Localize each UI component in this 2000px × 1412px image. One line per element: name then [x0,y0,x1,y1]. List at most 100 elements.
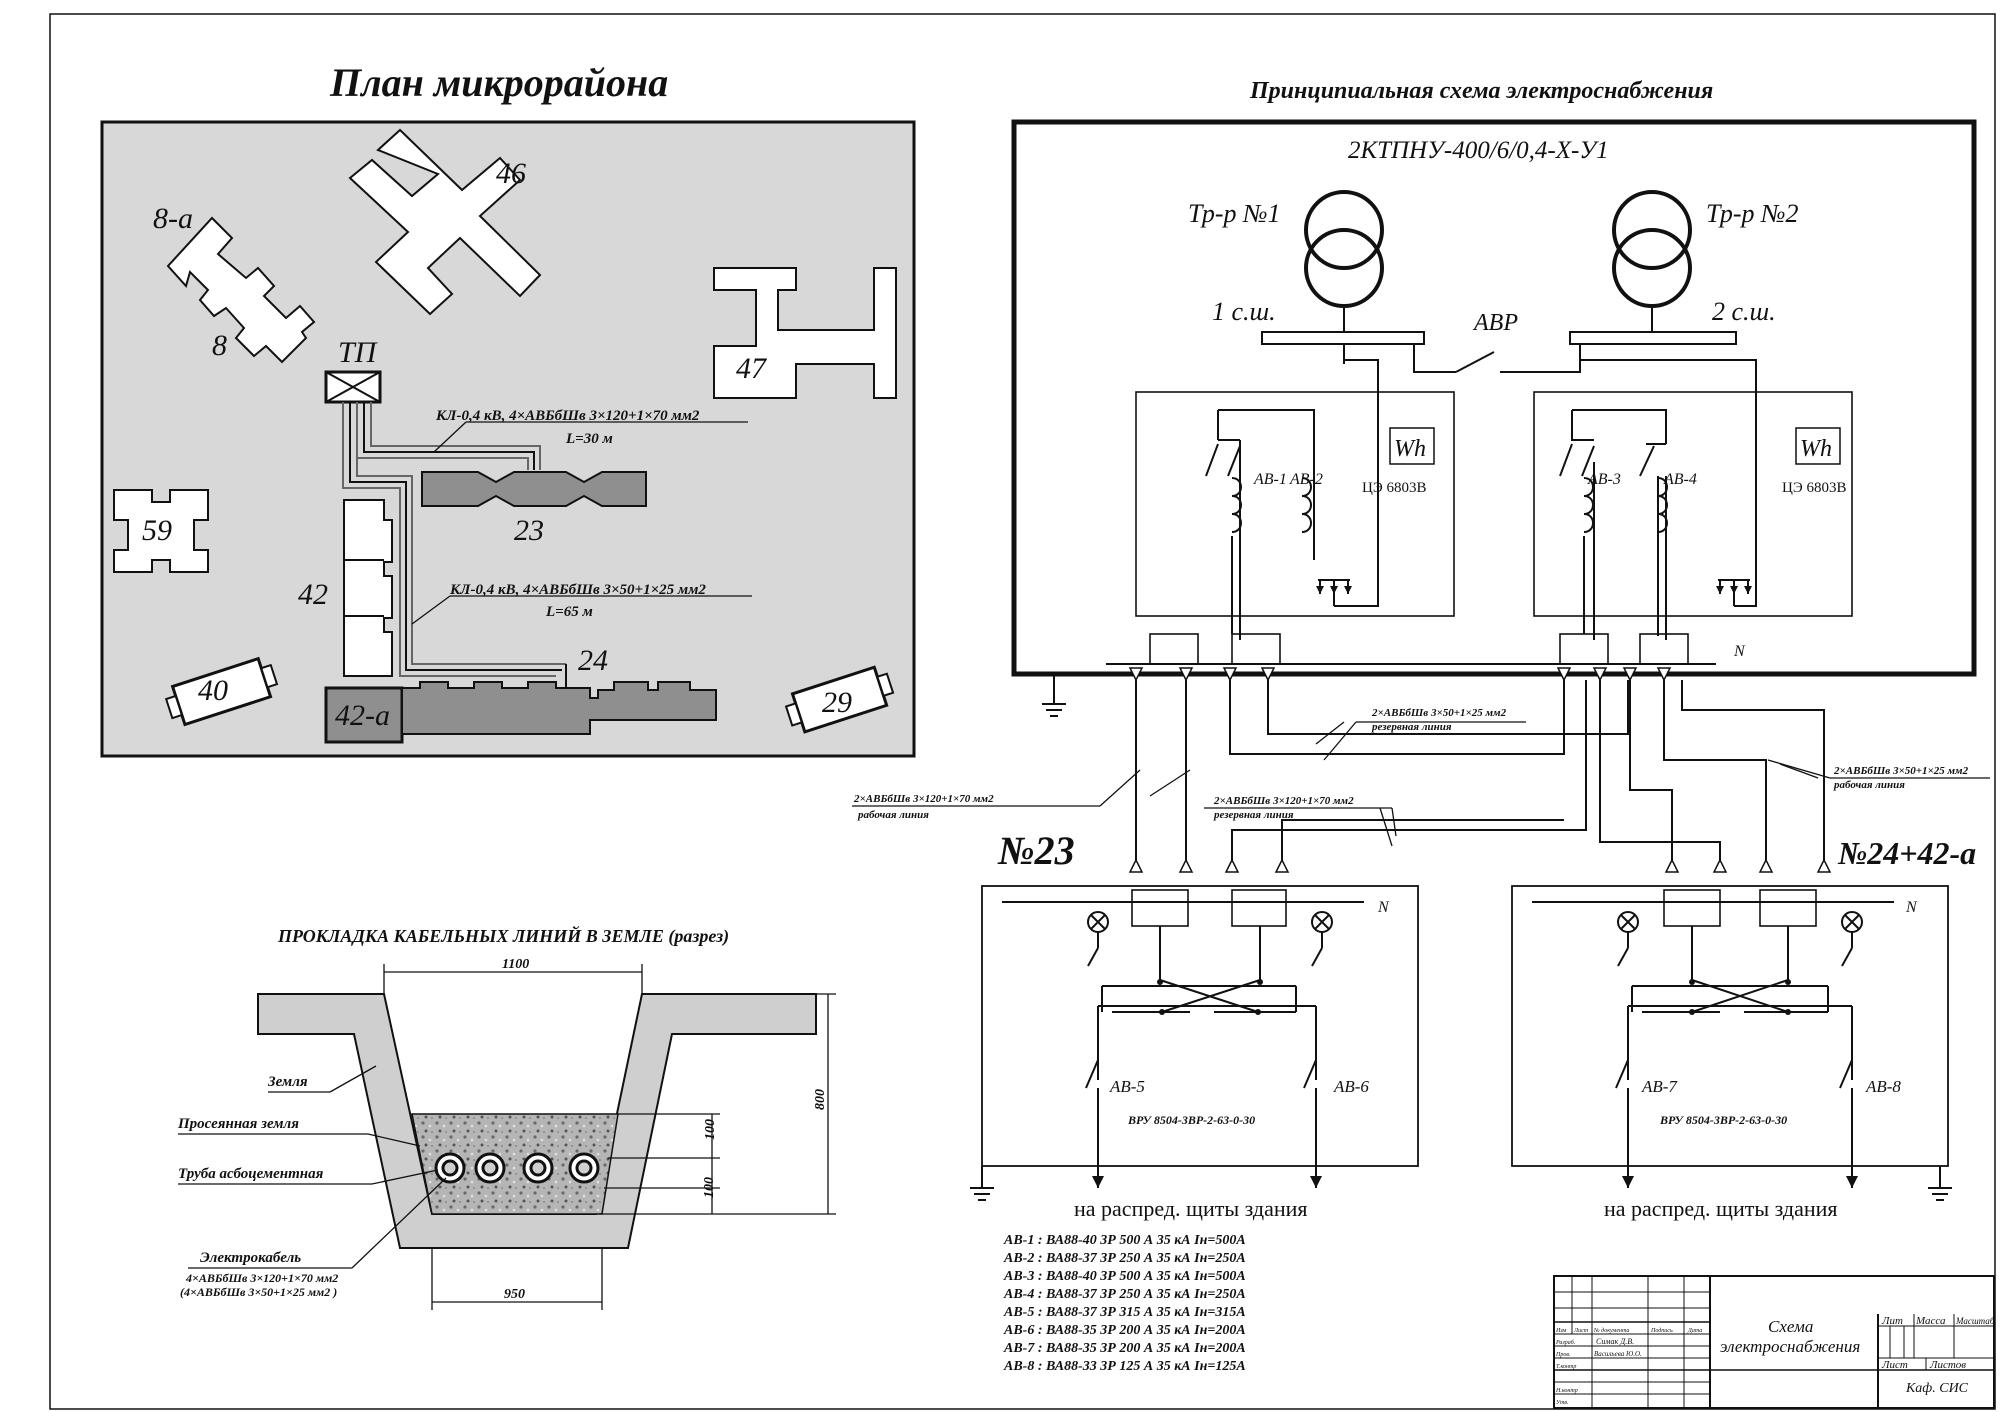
stamp-razrab: Разраб. [1555,1339,1575,1346]
power-supply-schema: Принципиальная схема электроснабжения 2К… [852,78,1990,1221]
label-42: 42 [298,578,328,611]
avr-switch [1455,351,1495,373]
cable-spec1: 4×АВБбШв 3×120+1×70 мм2 [185,1271,338,1285]
label-24: 24 [578,644,608,677]
stamp-lit: Лит [1881,1315,1903,1327]
spec-ab2: АВ-2 : ВА88-37 3Р 250 А 35 кА Iн=250А [1003,1251,1246,1266]
trench-section: ПРОКЛАДКА КАБЕЛЬНЫХ ЛИНИЙ В ЗЕМЛЕ (разре… [177,924,836,1310]
asbestos-pipes [434,1152,600,1184]
bus2-label: 2 с.ш. [1712,297,1776,326]
district-plan: План микрорайона 46 8-а 8 47 59 ТП [100,60,916,758]
cable1-label: КЛ-0,4 кВ, 4×АВБбШв 3×120+1×70 мм2 [435,408,700,424]
spec-ab7: АВ-7 : ВА88-35 3Р 200 А 35 кА Iн=200А [1003,1341,1246,1356]
ground-23 [970,1166,994,1201]
cable-routes [342,402,567,690]
building-40 [164,656,279,727]
busbar-1 [1261,331,1425,345]
feeder-arrows [1128,667,1832,873]
stamp-sheets: Листов [1929,1359,1966,1371]
cable1-length: L=30 м [565,431,613,447]
cable2-leader [411,595,451,625]
stamp-title-2: электроснабжения [1720,1337,1860,1356]
label-47: 47 [736,352,768,385]
signal-lamps-23 [1087,911,1333,967]
building-8 [166,216,316,364]
label-23: 23 [514,514,544,547]
building-59 [113,489,209,573]
label-59: 59 [142,514,172,547]
tr2-label: Тр-р №2 [1706,199,1799,228]
building-47-outline [713,267,897,399]
transformer-2-symbol [1612,190,1692,308]
neutral-label-24: N [1905,899,1918,916]
ab6-label: АВ-6 [1333,1077,1369,1096]
stamp-tkontr: Т.контр [1556,1364,1576,1370]
cable2-label: КЛ-0,4 кВ, 4×АВБбШв 3×50+1×25 мм2 [449,582,706,598]
trench-title: ПРОКЛАДКА КАБЕЛЬНЫХ ЛИНИЙ В ЗЕМЛЕ (разре… [277,924,729,947]
building-24 [401,681,717,735]
stamp-doc-no: № документа [1593,1327,1629,1334]
stamp-utv: Утв. [1556,1400,1568,1406]
vru-23-frame [981,885,1419,1167]
label-tp: ТП [338,336,379,369]
ground-substation [1042,674,1066,717]
stamp-list: Лист [1573,1328,1589,1334]
feeder-terminals [1149,633,1689,665]
label-8a: 8-а [153,202,193,235]
label-29: 29 [822,686,852,719]
transformer-substation-symbol [324,370,382,404]
ab3-label: АВ-3 [1587,471,1621,488]
bus1-label: 1 с.ш. [1212,297,1276,326]
ab1-label: АВ-1 [1253,471,1287,488]
neutral-label-top: N [1733,643,1746,660]
vru-24-inputs [1663,889,1817,980]
label-8: 8 [212,329,227,362]
spec-ab8: АВ-8 : ВА88-33 3Р 125 А 35 кА Iн=125А [1003,1359,1246,1374]
meter-2-label: Wh [1800,436,1832,462]
line-reserve-spec1: 2×АВБбШв 3×120+1×70 мм2 [1213,795,1354,807]
tr1-label: Тр-р №1 [1188,199,1281,228]
building-42 [343,499,393,677]
neutral-label-23: N [1377,899,1390,916]
ab5-label: АВ-5 [1109,1077,1145,1096]
spec-ab5: АВ-5 : ВА88-37 3Р 315 А 35 кА Iн=315А [1003,1305,1246,1320]
vru-24-frame [1511,885,1949,1167]
spec-ab4: АВ-4 : ВА88-37 3Р 250 А 35 кА Iн=250А [1003,1287,1246,1302]
cell-1 [1135,391,1455,617]
outgoing-24: на распред. щиты здания [1604,1196,1838,1221]
stamp-org: Каф. СИС [1905,1381,1969,1396]
consumer-23-label: №23 [997,828,1075,873]
stamp-mass: Масса [1915,1315,1946,1327]
substation-label: 2КТПНУ-400/6/0,4-Х-У1 [1348,137,1609,164]
line-work2-type: рабочая линия [1833,779,1905,791]
spec-ab3: АВ-3 : ВА88-40 3Р 500 А 35 кА Iн=500А [1003,1269,1246,1284]
spec-ab1: АВ-1 : ВА88-40 3Р 500 А 35 кА Iн=500А [1003,1233,1246,1248]
ats-switch-23 [1101,979,1297,1013]
vru-23-model: ВРУ 8504-3ВР-2-63-0-30 [1127,1113,1255,1127]
schema-title: Принципиальная схема электроснабжения [1249,78,1713,104]
stamp-signature: Подпись [1650,1327,1673,1334]
building-29 [784,665,895,734]
label-earth: Земля [267,1074,308,1090]
signal-lamps-24 [1617,911,1863,967]
label-pipe: Труба асбоцементная [178,1166,324,1182]
stamp-sheet: Лист [1881,1359,1908,1371]
sheet-frame [49,13,1996,1410]
line-main-spec: 2×АВБбШв 3×120+1×70 мм2 [853,793,994,805]
spec-ab6: АВ-6 : ВА88-35 3Р 200 А 35 кА Iн=200А [1003,1323,1246,1338]
busbar-2 [1569,331,1737,345]
ab7-label: АВ-7 [1641,1077,1678,1096]
dim-layer1: 100 [703,1119,718,1140]
substation-frame [1011,119,1977,677]
line-reserve-type2: резервная линия [1371,721,1452,733]
dim-top: 1100 [502,957,529,972]
ab8-label: АВ-8 [1865,1077,1901,1096]
ground-24 [1928,1166,1952,1201]
meter-2 [1795,427,1841,465]
label-46: 46 [496,157,526,190]
feeder-cables [1135,680,1825,860]
line-reserve-type1: резервная линия [1213,809,1294,821]
stamp-prov: Пров. [1555,1352,1570,1358]
meter-1-label: Wh [1394,436,1426,462]
